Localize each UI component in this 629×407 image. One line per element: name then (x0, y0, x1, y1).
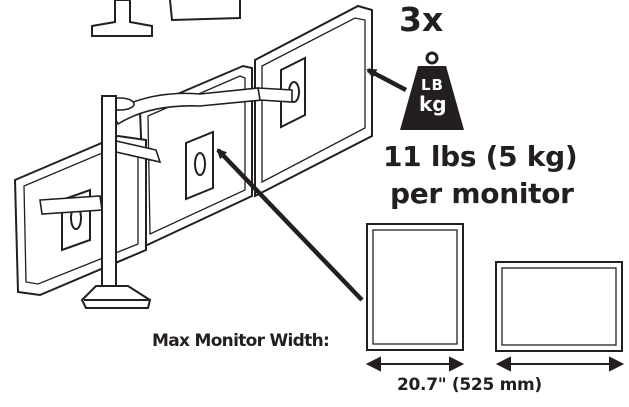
pole-and-base (80, 95, 152, 309)
weight-icon (400, 51, 464, 130)
weight-unit-kg: kg (419, 92, 447, 116)
pointer-arrows (216, 68, 408, 302)
weight-qualifier: per monitor (390, 177, 574, 210)
portrait-monitor-outline (366, 223, 464, 351)
max-width-value: 20.7" (525 mm) (397, 375, 542, 395)
weight-unit-lb: LB (421, 76, 444, 94)
max-width-label: Max Monitor Width: (152, 331, 330, 351)
weight-capacity: 11 lbs (5 kg) (383, 140, 578, 173)
landscape-monitor-outline (495, 261, 623, 352)
right-monitor (254, 4, 373, 198)
center-monitor (138, 64, 253, 248)
upper-stand-illustration (91, 0, 241, 37)
left-monitor (13, 134, 147, 297)
width-dimension-arrows (365, 356, 625, 372)
monitor-count: 3x (399, 0, 444, 39)
